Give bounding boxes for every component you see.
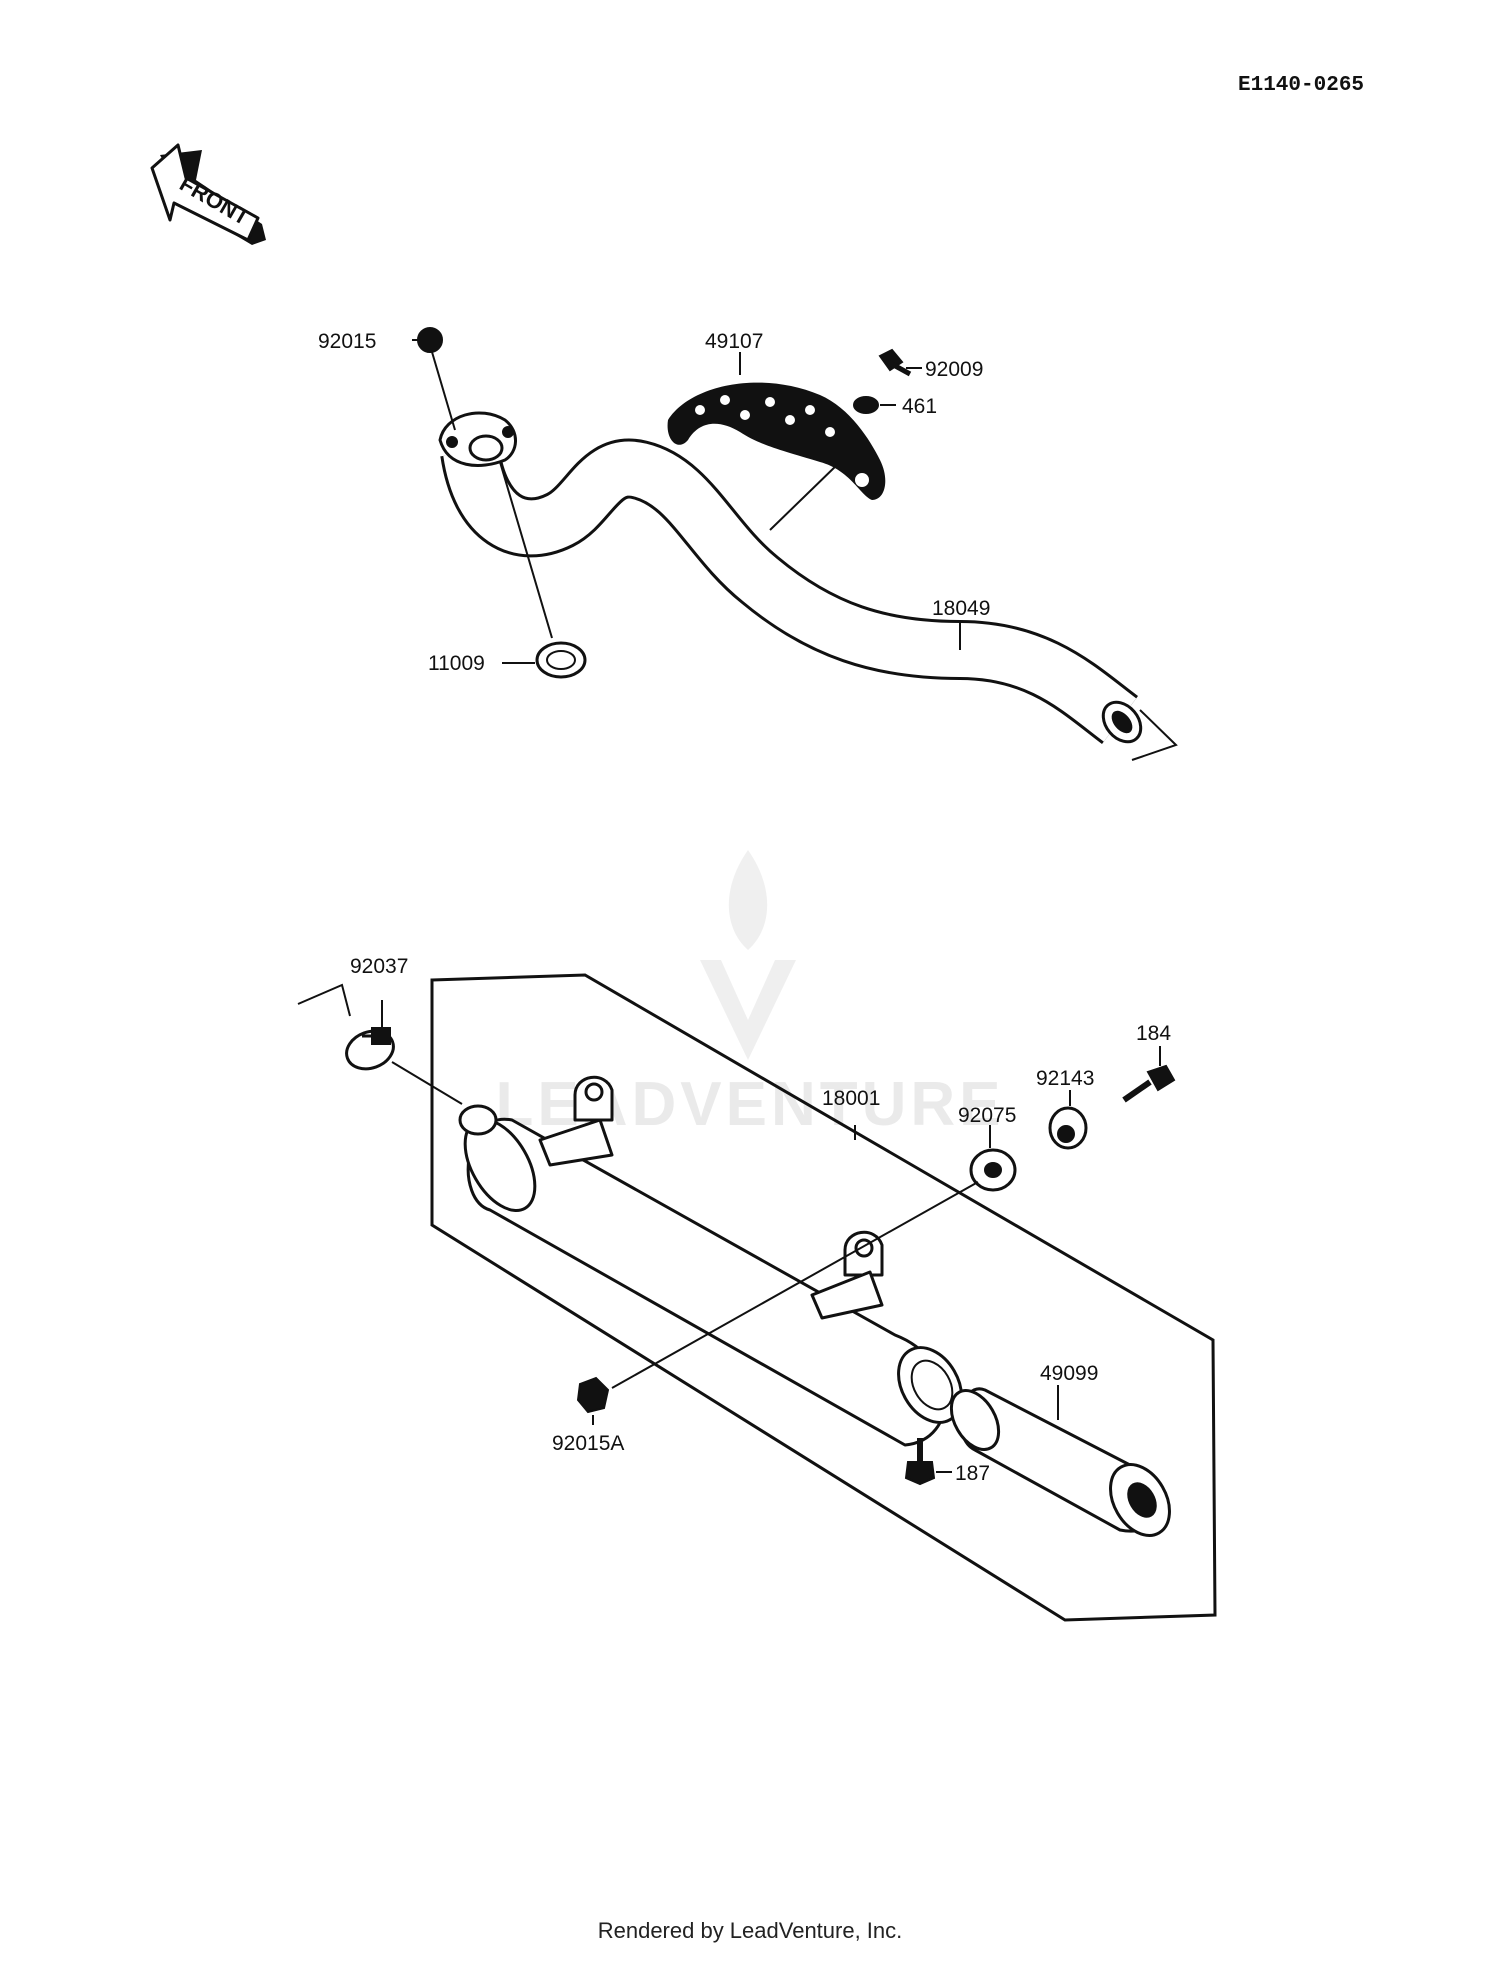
callout-11009: 11009: [428, 652, 485, 675]
exhaust-pipe: [440, 438, 1143, 744]
clamp-92037-icon: [345, 1027, 395, 1071]
diagram-code: E1140-0265: [1238, 74, 1364, 97]
callout-92009: 92009: [925, 358, 983, 381]
bolt-92009-icon: [878, 348, 912, 377]
callout-92015A: 92015A: [552, 1432, 624, 1455]
nut-92015-icon: [417, 327, 443, 353]
pipe-leader-line: [1131, 709, 1178, 761]
bolt-184-icon: [1122, 1064, 1176, 1103]
footer-credit: Rendered by LeadVenture, Inc.: [597, 1918, 903, 1943]
tail-pipe-49099: [949, 1387, 1171, 1537]
callout-187: 187: [955, 1462, 990, 1485]
callout-49107: 49107: [705, 330, 763, 353]
callout-92015: 92015: [318, 330, 376, 353]
callout-18001: 18001: [822, 1087, 880, 1110]
callout-184: 184: [1136, 1022, 1171, 1045]
muffler-assembly-boundary: [430, 973, 1217, 1622]
callout-92037: 92037: [350, 955, 408, 978]
nut-92015A-icon: [576, 1376, 610, 1414]
callout-461: 461: [902, 395, 937, 418]
heat-guard-49107: [667, 382, 886, 500]
washer-461-icon: [853, 396, 879, 414]
callout-92143: 92143: [1036, 1067, 1094, 1090]
callout-49099: 49099: [1040, 1362, 1098, 1385]
callout-18049: 18049: [932, 597, 990, 620]
gasket-11009-icon: [535, 641, 587, 679]
muffler-18001: [458, 1075, 963, 1447]
pipe-flange: [438, 411, 517, 467]
bolt-187-icon: [904, 1438, 936, 1486]
collar-92143-icon: [1048, 1106, 1088, 1150]
callout-92075: 92075: [958, 1104, 1016, 1127]
front-arrow-icon: FRONT: [150, 143, 266, 245]
grommet-92075-icon: [969, 1148, 1017, 1192]
watermark-logo: LEADVENTURE: [495, 850, 1001, 1139]
